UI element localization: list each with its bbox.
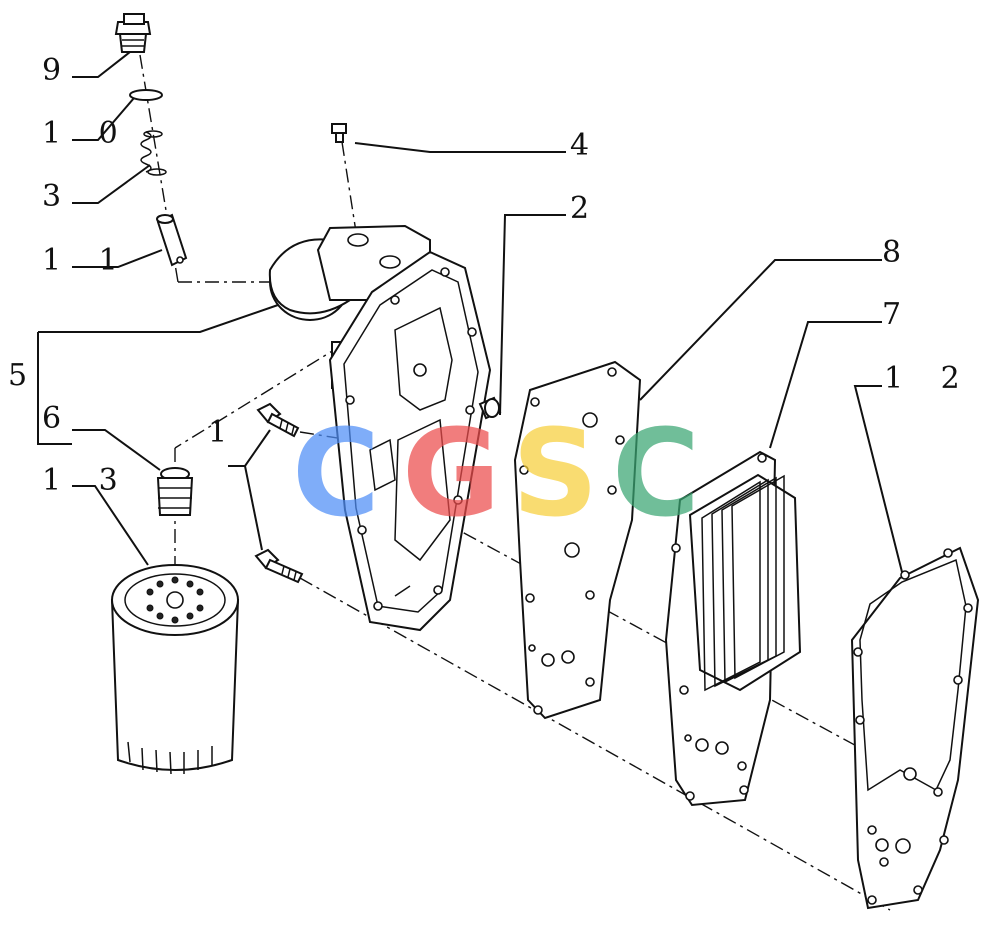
- watermark-logo: C G S C: [292, 405, 700, 544]
- label-8: 8: [882, 235, 915, 270]
- gasket-part-12: [850, 546, 980, 910]
- watermark-letter-1: C: [292, 405, 380, 544]
- piston-part-11: [156, 213, 188, 267]
- oil-cooler-part-7: [664, 450, 802, 807]
- washer-part-10: [129, 89, 163, 101]
- label-11: 1 1: [42, 243, 132, 278]
- label-7: 7: [882, 297, 915, 332]
- leader-lines: [37, 51, 903, 573]
- plug-part-9: [114, 13, 152, 53]
- label-9: 9: [42, 53, 75, 88]
- label-13: 1 3: [42, 463, 132, 498]
- watermark-letter-3: S: [512, 405, 598, 544]
- watermark-letter-2: G: [402, 405, 501, 544]
- gasket-part-8: [513, 360, 642, 720]
- plug-screw-part-2: [478, 396, 502, 420]
- bolts-part-1: [254, 402, 304, 584]
- label-3: 3: [42, 179, 75, 214]
- label-10: 1 0: [42, 116, 132, 151]
- nipple-part-6: [156, 467, 194, 516]
- label-5: 5: [8, 358, 41, 393]
- label-2: 2: [570, 191, 603, 226]
- label-1: 1: [208, 415, 241, 450]
- oil-filter-part-13: [110, 564, 240, 775]
- housing-part-5: [268, 224, 492, 632]
- callout-labels: 9 1 0 3 1 1 5 6 1 3 4 2 1 8 7 1 2: [8, 53, 974, 498]
- spring-part-3: [140, 130, 167, 176]
- watermark-letter-4: C: [612, 405, 700, 544]
- screw-part-4: [331, 123, 347, 143]
- label-4: 4: [570, 128, 603, 163]
- label-6: 6: [42, 401, 75, 436]
- label-12: 1 2: [884, 361, 974, 396]
